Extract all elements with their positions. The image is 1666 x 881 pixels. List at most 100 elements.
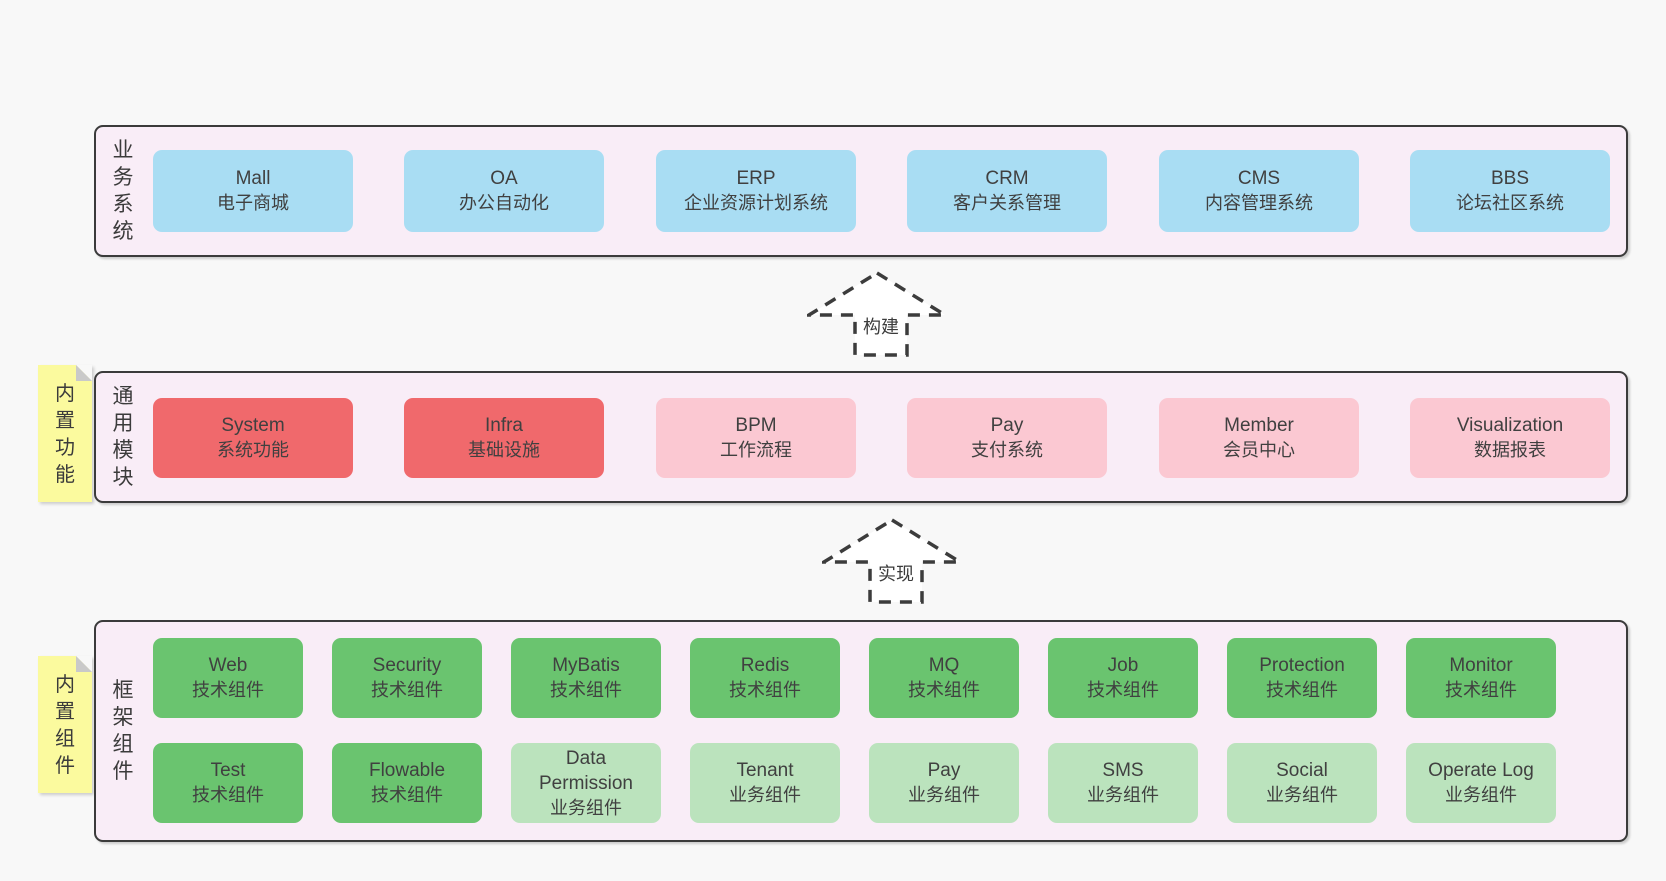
node-data-permission: Data Permission 业务组件 xyxy=(511,743,661,823)
build-arrow: 构建 xyxy=(807,271,947,357)
band-business-systems: 业务系统 Mall 电子商城 OA 办公自动化 ERP 企业资源计划系统 CRM… xyxy=(94,125,1628,257)
sticky-note-label: 内置组件 xyxy=(55,673,75,777)
up-arrow-icon xyxy=(822,518,962,604)
node-subtitle: 系统功能 xyxy=(217,440,289,460)
node-title: BBS xyxy=(1490,168,1530,189)
node-subtitle: 电子商城 xyxy=(217,193,289,213)
node-system: System 系统功能 xyxy=(153,398,353,478)
node-title: SMS xyxy=(1102,760,1144,781)
band-framework-components: 框架组件 Web 技术组件 Security 技术组件 MyBatis 技术组件… xyxy=(94,620,1628,842)
node-title: Web xyxy=(208,655,248,676)
node-title: Pay xyxy=(927,760,961,781)
band-label-framework-components: 框架组件 xyxy=(112,679,134,783)
node-subtitle: 业务组件 xyxy=(1266,785,1338,805)
node-title: Mall xyxy=(235,168,271,189)
node-oa: OA 办公自动化 xyxy=(404,150,604,232)
node-title: Social xyxy=(1276,760,1328,781)
build-arrow-label: 构建 xyxy=(861,316,901,339)
node-subtitle: 支付系统 xyxy=(971,440,1043,460)
node-member: Member 会员中心 xyxy=(1159,398,1359,478)
node-subtitle: 业务组件 xyxy=(1445,785,1517,805)
node-subtitle: 技术组件 xyxy=(729,680,801,700)
node-subtitle: 技术组件 xyxy=(371,785,443,805)
node-title: Job xyxy=(1107,655,1139,676)
node-visualization: Visualization 数据报表 xyxy=(1410,398,1610,478)
node-title: Redis xyxy=(740,655,790,676)
node-monitor: Monitor 技术组件 xyxy=(1406,638,1556,718)
node-sms: SMS 业务组件 xyxy=(1048,743,1198,823)
node-subtitle: 业务组件 xyxy=(550,797,622,818)
node-subtitle: 技术组件 xyxy=(1445,680,1517,700)
node-title: Visualization xyxy=(1456,415,1564,436)
node-subtitle: 工作流程 xyxy=(720,440,792,460)
node-infra: Infra 基础设施 xyxy=(404,398,604,478)
sticky-note-built-in-features: 内置功能 xyxy=(38,365,92,502)
node-pay-component: Pay 业务组件 xyxy=(869,743,1019,823)
node-title: Data Permission xyxy=(539,747,633,794)
node-pay-module: Pay 支付系统 xyxy=(907,398,1107,478)
node-subtitle: 会员中心 xyxy=(1223,440,1295,460)
node-crm: CRM 客户关系管理 xyxy=(907,150,1107,232)
node-subtitle: 论坛社区系统 xyxy=(1456,193,1564,213)
node-subtitle: 业务组件 xyxy=(729,785,801,805)
node-subtitle: 技术组件 xyxy=(1266,680,1338,700)
node-erp: ERP 企业资源计划系统 xyxy=(656,150,856,232)
node-subtitle: 内容管理系统 xyxy=(1205,193,1313,213)
band-label-business-systems: 业务系统 xyxy=(112,139,134,243)
node-title: Flowable xyxy=(368,760,446,781)
node-title: MQ xyxy=(928,655,960,676)
node-title: Tenant xyxy=(736,760,794,781)
node-operate-log: Operate Log 业务组件 xyxy=(1406,743,1556,823)
sticky-note-label: 内置功能 xyxy=(55,382,75,486)
node-title: Pay xyxy=(990,415,1024,436)
node-subtitle: 基础设施 xyxy=(468,440,540,460)
node-subtitle: 技术组件 xyxy=(192,680,264,700)
node-title: Operate Log xyxy=(1428,760,1534,781)
node-test: Test 技术组件 xyxy=(153,743,303,823)
node-title: BPM xyxy=(735,415,777,436)
node-bbs: BBS 论坛社区系统 xyxy=(1410,150,1610,232)
node-tenant: Tenant 业务组件 xyxy=(690,743,840,823)
node-title: ERP xyxy=(736,168,776,189)
node-social: Social 业务组件 xyxy=(1227,743,1377,823)
node-subtitle: 办公自动化 xyxy=(459,193,549,213)
node-subtitle: 业务组件 xyxy=(1087,785,1159,805)
implement-arrow: 实现 xyxy=(822,518,962,604)
node-title: Security xyxy=(372,655,442,676)
up-arrow-icon xyxy=(807,271,947,357)
node-subtitle: 技术组件 xyxy=(908,680,980,700)
node-subtitle: 客户关系管理 xyxy=(953,193,1061,213)
node-title: CRM xyxy=(985,168,1029,189)
node-job: Job 技术组件 xyxy=(1048,638,1198,718)
node-title: Protection xyxy=(1259,655,1345,676)
node-subtitle: 技术组件 xyxy=(550,680,622,700)
node-subtitle: 企业资源计划系统 xyxy=(684,193,828,213)
band-common-modules: 通用模块 System 系统功能 Infra 基础设施 BPM 工作流程 Pay… xyxy=(94,371,1628,503)
node-mq: MQ 技术组件 xyxy=(869,638,1019,718)
node-title: Monitor xyxy=(1449,655,1513,676)
node-web: Web 技术组件 xyxy=(153,638,303,718)
node-title: CMS xyxy=(1237,168,1281,189)
node-subtitle: 数据报表 xyxy=(1474,440,1546,460)
node-title: System xyxy=(221,415,285,436)
node-security: Security 技术组件 xyxy=(332,638,482,718)
node-title: MyBatis xyxy=(552,655,620,676)
node-subtitle: 技术组件 xyxy=(371,680,443,700)
node-subtitle: 技术组件 xyxy=(192,785,264,805)
node-cms: CMS 内容管理系统 xyxy=(1159,150,1359,232)
node-flowable: Flowable 技术组件 xyxy=(332,743,482,823)
node-subtitle: 业务组件 xyxy=(908,785,980,805)
node-title: Test xyxy=(210,760,246,781)
node-bpm: BPM 工作流程 xyxy=(656,398,856,478)
band-label-common-modules: 通用模块 xyxy=(112,385,134,489)
node-redis: Redis 技术组件 xyxy=(690,638,840,718)
node-mybatis: MyBatis 技术组件 xyxy=(511,638,661,718)
node-title: Infra xyxy=(484,415,524,436)
node-protection: Protection 技术组件 xyxy=(1227,638,1377,718)
node-mall: Mall 电子商城 xyxy=(153,150,353,232)
node-subtitle: 技术组件 xyxy=(1087,680,1159,700)
node-title: Member xyxy=(1224,415,1294,436)
implement-arrow-label: 实现 xyxy=(876,563,916,586)
node-title: OA xyxy=(490,168,518,189)
